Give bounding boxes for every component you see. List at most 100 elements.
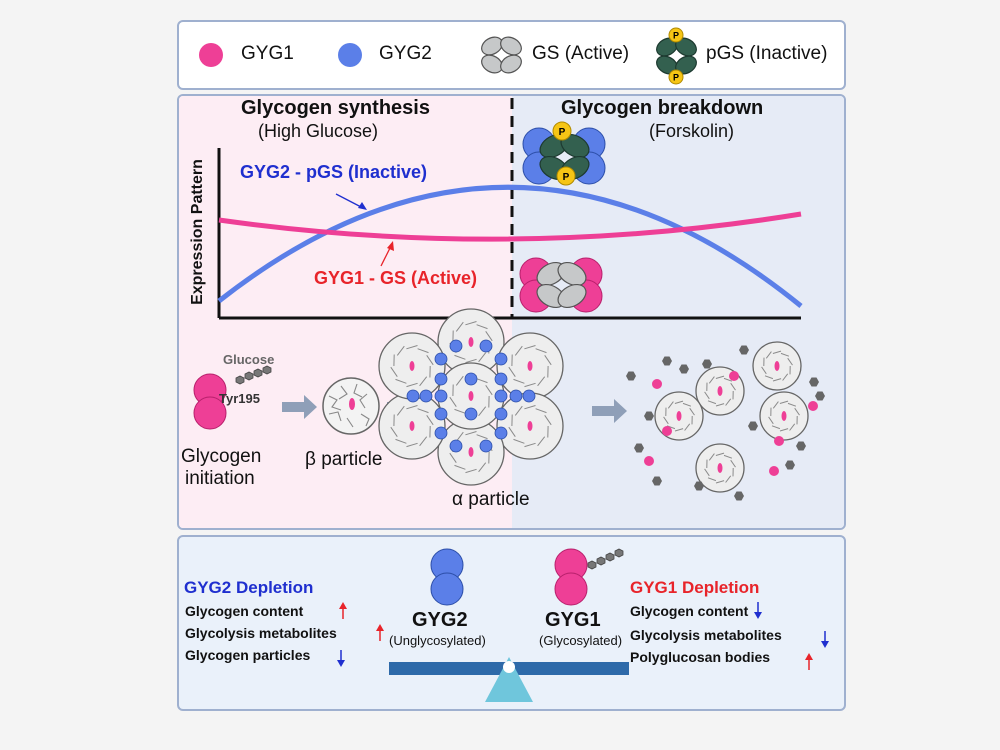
- glycogen-subparticle: [378, 392, 446, 460]
- glucose-icon: [634, 443, 644, 453]
- alpha-particle-label: α particle: [452, 489, 530, 510]
- gyg1-pointer-head: [387, 241, 394, 251]
- balance-diagram: [337, 548, 829, 702]
- initiation-label-line2: initiation: [185, 468, 255, 489]
- glucose-icon: [809, 377, 819, 387]
- glucose-label: Glucose: [223, 352, 275, 367]
- glycogen-subparticle: [496, 332, 564, 400]
- phospho-mark: P: [673, 73, 679, 83]
- pgs-inactive-legend-label: pGS (Inactive): [706, 43, 828, 64]
- glucose-icon: [739, 345, 749, 355]
- gyg2-state-label: (Unglycosylated): [389, 633, 486, 648]
- gyg1-dimer-icon: [193, 373, 227, 430]
- gyg1-glycosylated-icon: [554, 548, 624, 606]
- pathway-arrow: [282, 395, 317, 419]
- pgs-inactive-legend-icon: [656, 27, 697, 85]
- gyg1-legend-icon: [199, 43, 223, 67]
- glucose-chain-icon: [235, 365, 272, 385]
- gyg1-state-label: (Glycosylated): [539, 633, 623, 648]
- alpha-particle-icon: [378, 308, 564, 486]
- gyg2-link-icon: [434, 372, 448, 386]
- gyg2-curve-label: GYG2 - pGS (Inactive): [240, 162, 428, 182]
- gyg2-link-icon: [522, 389, 536, 403]
- gyg2-link-icon: [494, 389, 508, 403]
- gyg2-link-icon: [434, 407, 448, 421]
- dispersed-particles-icon: [626, 341, 825, 501]
- increase-arrow-icon: [376, 624, 384, 641]
- gyg2-link-icon: [406, 389, 420, 403]
- gs-active-legend-label: GS (Active): [532, 43, 630, 64]
- gyg2-link-icon: [449, 439, 463, 453]
- tyr195-label: Tyr195: [219, 391, 260, 406]
- gyg1-free-icon: [729, 371, 739, 381]
- gyg2-link-icon: [494, 352, 508, 366]
- glucose-icon: [815, 391, 825, 401]
- gyg1-free-icon: [808, 401, 818, 411]
- gyg2-link-icon: [434, 389, 448, 403]
- gyg2-dimer-icon: [430, 548, 464, 606]
- decrease-arrow-icon: [337, 650, 345, 667]
- glycogen-subparticle: [378, 332, 446, 400]
- breakdown-subtitle: (Forskolin): [649, 121, 735, 141]
- breakdown-title: Glycogen breakdown: [561, 97, 764, 119]
- gyg2-link-icon: [479, 439, 493, 453]
- glucose-icon: [694, 481, 704, 491]
- dispersed-particle: [759, 391, 809, 441]
- phospho-mark: P: [563, 172, 570, 183]
- gyg2-effect-item: Glycolysis metabolites: [185, 625, 337, 641]
- pgs-gyg2-complex-icon: [522, 121, 606, 186]
- seesaw-fulcrum: [485, 657, 533, 702]
- gyg2-link-icon: [434, 352, 448, 366]
- initiation-label-line1: Glycogen: [181, 446, 262, 467]
- gyg1-effect-item: Glycolysis metabolites: [630, 627, 782, 643]
- gyg2-link-icon: [449, 339, 463, 353]
- gyg2-link-icon: [479, 339, 493, 353]
- glucose-icon: [785, 460, 795, 470]
- decrease-arrow-icon: [821, 631, 829, 648]
- gyg2-link-icon: [464, 407, 478, 421]
- synthesis-subtitle: (High Glucose): [258, 121, 379, 141]
- glucose-icon: [796, 441, 806, 451]
- gyg2-pointer: [335, 193, 364, 209]
- gyg2-pointer-head: [358, 202, 367, 210]
- increase-arrow-icon: [339, 602, 347, 619]
- phospho-mark: P: [559, 127, 566, 138]
- gyg2-depletion-title: GYG2 Depletion: [184, 578, 314, 597]
- glucose-icon: [626, 371, 636, 381]
- legend-panel: P P GYG1 GYG2 GS (Active) pGS (Inactive): [177, 20, 846, 90]
- dispersed-particle: [752, 341, 802, 391]
- gyg2-link-icon: [494, 372, 508, 386]
- gyg1-legend-label: GYG1: [241, 43, 294, 64]
- gyg1-free-icon: [662, 426, 672, 436]
- glucose-icon: [652, 476, 662, 486]
- gyg2-legend-label: GYG2: [379, 43, 432, 64]
- y-axis-label: Expression Pattern: [189, 159, 206, 305]
- gyg1-free-icon: [774, 436, 784, 446]
- glycogen-subparticle: [496, 392, 564, 460]
- gyg2-balance-label: GYG2: [412, 609, 468, 631]
- glucose-icon: [644, 411, 654, 421]
- depletion-panel: GYG2 Depletion Glycogen content Glycolys…: [177, 535, 846, 711]
- gyg2-link-icon: [464, 372, 478, 386]
- gyg1-pointer: [380, 245, 392, 267]
- gs-gyg1-complex-icon: [519, 257, 603, 313]
- glucose-icon: [702, 359, 712, 369]
- dispersed-particle: [695, 443, 745, 493]
- expression-panel: P P: [177, 94, 846, 530]
- gyg1-effect-item: Glycogen content: [630, 603, 749, 619]
- gyg2-effect-item: Glycogen particles: [185, 647, 311, 663]
- gyg1-effect-item: Polyglucosan bodies: [630, 649, 771, 665]
- gyg1-free-icon: [652, 379, 662, 389]
- glucose-icon: [662, 356, 672, 366]
- gyg2-link-icon: [509, 389, 523, 403]
- gyg1-free-icon: [644, 456, 654, 466]
- seesaw-pivot: [503, 661, 515, 673]
- gyg2-link-icon: [494, 407, 508, 421]
- legend-icons: P P: [199, 27, 697, 85]
- gyg2-link-icon: [494, 426, 508, 440]
- beta-particle-label: β particle: [305, 449, 383, 470]
- expression-diagram: P P: [179, 96, 844, 528]
- pathway-arrow: [592, 399, 627, 423]
- glucose-icon: [679, 364, 689, 374]
- gs-active-legend-icon: [481, 36, 522, 74]
